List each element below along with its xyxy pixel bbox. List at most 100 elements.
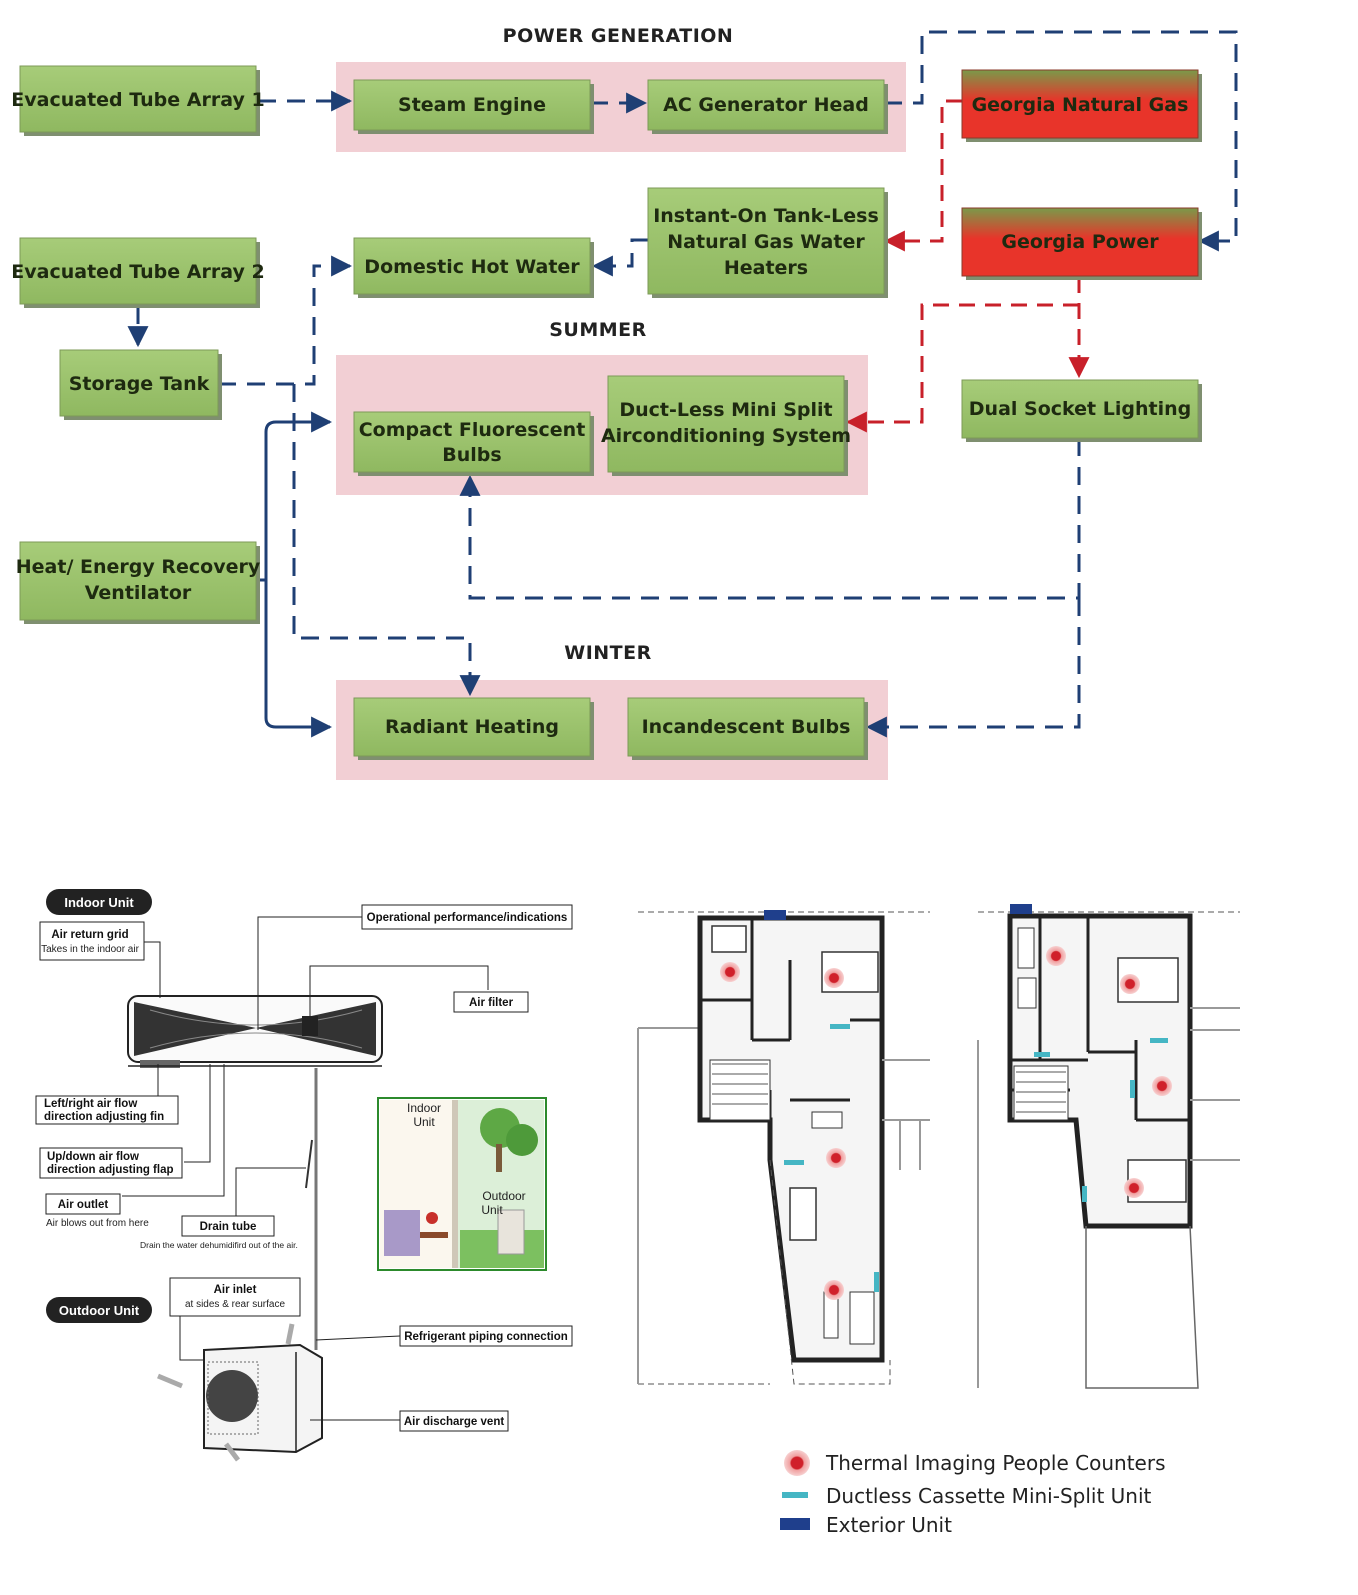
box-ductless-label-2: Airconditioning System [601,425,851,447]
line-storage-to-hot-water [218,255,353,386]
blue-flow-lines [127,30,1238,738]
legend-exterior-icon [780,1518,810,1530]
leader-lines [122,916,489,1421]
floor-plan-ground [637,910,930,1385]
legend-cassette-icon [782,1492,808,1498]
air-discharge-label: Air discharge vent [404,1416,505,1428]
legend-counter-label: Thermal Imaging People Counters [825,1451,1165,1475]
box-storage-tank-label: Storage Tank [69,373,210,395]
scene-indoor-label-1: Indoor [407,1101,441,1115]
box-georgia-power-label: Georgia Power [1001,231,1159,253]
line-gas-to-heaters [883,99,962,252]
red-flow-lines [845,99,1090,433]
line-storage-to-radiant [292,384,481,697]
box-hrv-label-2: Ventilator [85,582,192,604]
up-down-callout [39,1147,183,1179]
box-dual-socket-lighting: Dual Socket Lighting [961,379,1202,442]
line-generator-to-georgia-power [884,30,1238,252]
air-inlet-sub: at sides & rear surface [185,1299,285,1310]
box-evacuated-tube-1: Evacuated Tube Array 1 [11,65,265,136]
box-domestic-hot-water: Domestic Hot Water [353,237,594,298]
box-domestic-hot-water-label: Domestic Hot Water [364,256,580,278]
air-filter-label: Air filter [469,997,514,1009]
air-outlet-sub: Air blows out from here [46,1218,149,1229]
drain-hose [305,1139,313,1189]
box-radiant-heating: Radiant Heating [353,697,594,760]
legend-counter-icon [784,1450,810,1476]
box-storage-tank: Storage Tank [59,349,222,420]
air-return-grid-callout [39,921,145,961]
air-discharge-callout [399,1410,509,1432]
box-steam-engine-label: Steam Engine [398,94,546,116]
legend-exterior-label: Exterior Unit [826,1513,952,1537]
box-georgia-power: Georgia Power [961,207,1202,280]
box-steam-engine: Steam Engine [353,79,594,134]
left-right-callout [35,1095,179,1125]
installation-scene: Indoor Unit Outdoor Unit [377,1097,547,1271]
outdoor-unit-pill [46,1297,152,1323]
airflow-arrow-3 [285,1323,295,1345]
left-right-label-2: direction adjusting fin [44,1111,164,1123]
drain-tube-label: Drain tube [200,1221,257,1233]
operational-callout [361,904,573,930]
box-instant-on-label-2: Natural Gas Water [667,231,865,253]
operational-label: Operational performance/indications [367,912,568,924]
legend: Thermal Imaging People Counters Ductless… [780,1450,1165,1537]
line-hrv-to-cfl [258,411,333,582]
box-incandescent-bulbs: Incandescent Bulbs [627,697,868,760]
box-georgia-gas-label: Georgia Natural Gas [972,94,1189,116]
box-heat-energy-recovery: Heat/ Energy Recovery Ventilator [16,541,261,624]
air-inlet-callout [169,1277,301,1317]
airflow-arrow-1 [157,1373,183,1389]
left-right-label-1: Left/right air flow [44,1098,137,1110]
airflow-arrow-2 [224,1442,240,1462]
box-ductless-label-1: Duct-Less Mini Split [619,399,832,421]
box-instant-on-label-1: Instant-On Tank-Less [653,205,879,227]
up-down-label-2: direction adjusting flap [47,1164,174,1176]
scene-outdoor-label-2: Unit [481,1203,503,1217]
box-evacuated-tube-2: Evacuated Tube Array 2 [11,237,265,308]
summer-title: SUMMER [549,319,647,341]
ac-diagram: Indoor Unit Outdoor Unit [35,889,573,1462]
scene-indoor-label-2: Unit [413,1115,435,1129]
hrv-solid-lines [258,411,333,738]
indoor-unit-pill-label: Indoor Unit [64,895,134,910]
box-evacuated-tube-2-label: Evacuated Tube Array 2 [11,261,264,283]
box-cfl-label-2: Bulbs [442,444,501,466]
air-outlet-label: Air outlet [58,1199,109,1211]
scene-outdoor-label-1: Outdoor [482,1189,525,1203]
box-incandescent-label: Incandescent Bulbs [642,716,851,738]
box-cfl-label-1: Compact Fluorescent [359,419,586,441]
box-georgia-natural-gas: Georgia Natural Gas [961,69,1202,142]
line-dual-socket-to-cfl [459,438,1081,600]
outdoor-unit-pill-label: Outdoor Unit [59,1303,140,1318]
refrigerant-label: Refrigerant piping connection [404,1331,568,1343]
box-ductless-mini-split: Duct-Less Mini Split Airconditioning Sys… [601,375,851,476]
box-evacuated-tube-1-label: Evacuated Tube Array 1 [11,89,264,111]
air-inlet-label: Air inlet [214,1284,257,1296]
winter-title: WINTER [564,642,652,664]
air-return-grid-label: Air return grid [51,929,128,941]
box-instant-on-heaters: Instant-On Tank-Less Natural Gas Water H… [647,187,888,298]
box-hrv-label-1: Heat/ Energy Recovery [16,556,261,578]
air-filter-callout [453,991,529,1013]
power-generation-title: POWER GENERATION [503,25,734,47]
refrigerant-callout [399,1325,573,1347]
up-down-label-1: Up/down air flow [47,1151,139,1163]
drain-tube-sub: Drain the water dehumidifird out of the … [140,1240,298,1250]
floor-plan-upper [977,904,1240,1389]
outdoor-unit-illustration [203,1343,323,1454]
line-hrv-to-radiant [264,580,333,738]
air-return-grid-sub: Takes in the indoor air [41,944,140,955]
line-power-to-ductless [845,303,1079,433]
legend-cassette-label: Ductless Cassette Mini-Split Unit [826,1484,1152,1508]
box-ac-generator-label: AC Generator Head [663,94,869,116]
air-outlet-callout [45,1193,121,1215]
box-dual-socket-label: Dual Socket Lighting [969,398,1191,420]
box-instant-on-label-3: Heaters [724,257,808,279]
box-ac-generator-head: AC Generator Head [647,79,888,134]
line-dual-socket-to-incandescent [865,598,1081,738]
line-heaters-to-hot-water [591,238,648,277]
box-compact-fluorescent: Compact Fluorescent Bulbs [353,411,594,476]
